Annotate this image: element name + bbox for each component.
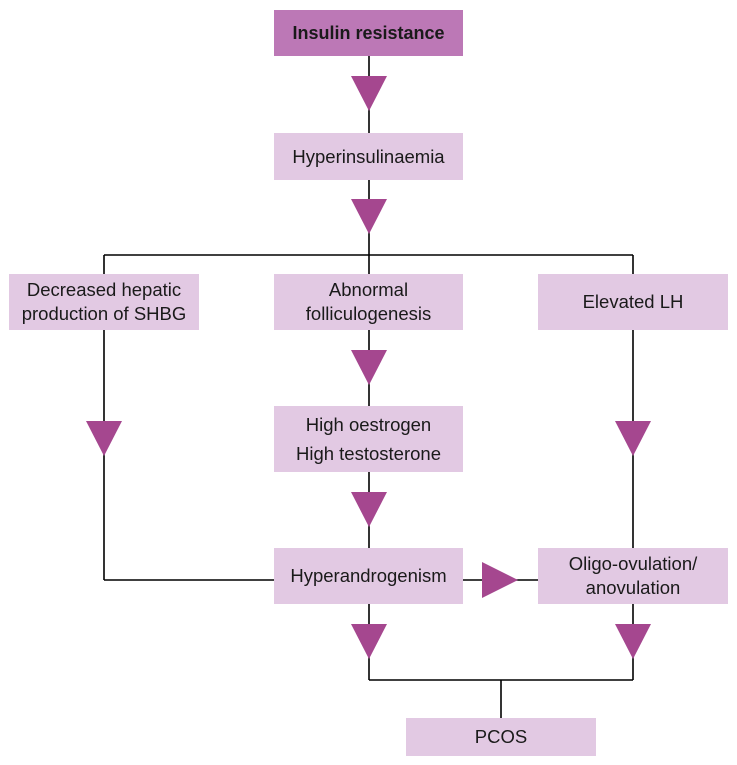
node-label: Decreased hepatic production of SHBG bbox=[21, 279, 187, 324]
node-label: Elevated LH bbox=[582, 291, 684, 312]
arrow-down-icon bbox=[351, 350, 387, 385]
node-label: Insulin resistance bbox=[292, 23, 445, 43]
arrow-down-icon bbox=[615, 421, 651, 456]
arrow-down-icon bbox=[86, 421, 122, 456]
node-pcos: PCOS bbox=[406, 718, 596, 756]
node-decreased-hepatic-shbg: Decreased hepatic production of SHBG bbox=[9, 274, 199, 330]
node-hyperandrogenism: Hyperandrogenism bbox=[274, 548, 463, 604]
arrow-down-icon bbox=[615, 624, 651, 659]
node-insulin-resistance: Insulin resistance bbox=[274, 10, 463, 56]
arrow-right-icon bbox=[482, 562, 518, 598]
node-label: PCOS bbox=[474, 726, 528, 747]
arrow-down-icon bbox=[351, 199, 387, 234]
node-oligo-ovulation: Oligo-ovulation/ anovulation bbox=[538, 548, 728, 604]
node-label: Hyperinsulinaemia bbox=[292, 145, 445, 167]
node-label: High oestrogen High testosterone bbox=[295, 414, 441, 464]
node-hyperinsulinaemia: Hyperinsulinaemia bbox=[274, 133, 463, 180]
node-label: Oligo-ovulation/ anovulation bbox=[568, 553, 698, 598]
node-label: Hyperandrogenism bbox=[290, 565, 447, 586]
node-high-oestrogen-testosterone: High oestrogen High testosterone bbox=[274, 406, 463, 472]
arrow-down-icon bbox=[351, 492, 387, 527]
arrow-down-icon bbox=[351, 76, 387, 111]
node-elevated-lh: Elevated LH bbox=[538, 274, 728, 330]
node-abnormal-folliculogenesis: Abnormal folliculogenesis bbox=[274, 274, 463, 330]
node-label: Abnormal folliculogenesis bbox=[305, 279, 432, 324]
arrowheads bbox=[86, 76, 651, 659]
arrow-down-icon bbox=[351, 624, 387, 659]
